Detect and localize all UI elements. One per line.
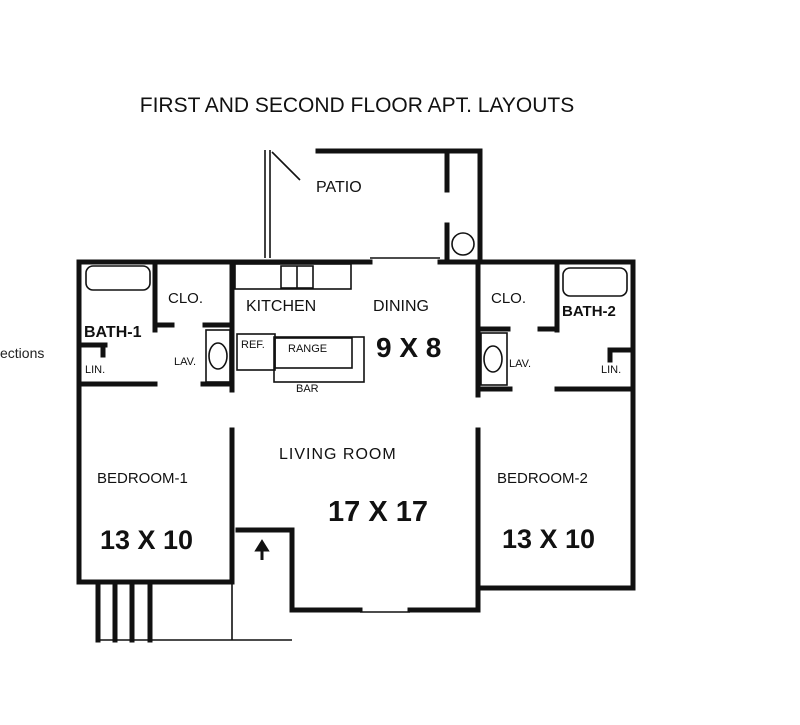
label-bedroom-1: BEDROOM-1 [97, 470, 188, 487]
label-kitchen: KITCHEN [246, 298, 316, 315]
label-bedroom-2: BEDROOM-2 [497, 470, 588, 487]
plan-title: FIRST AND SECOND FLOOR APT. LAYOUTS [140, 94, 574, 117]
side-caption: ections [0, 345, 45, 361]
label-range: RANGE [288, 343, 327, 355]
label-lav-2: LAV. [509, 358, 531, 370]
walls [76, 148, 636, 643]
room-labels: PATIO KITCHEN DINING 9 X 8 CLO. CLO. BAT… [84, 179, 621, 555]
label-closet-2: CLO. [491, 290, 526, 307]
label-bedroom-2-size: 13 X 10 [502, 524, 595, 554]
entry-arrow-icon [254, 539, 270, 560]
label-lav-1: LAV. [174, 356, 196, 368]
label-bath-1: BATH-1 [84, 324, 142, 341]
label-linen-2: LIN. [601, 364, 621, 376]
label-dining: DINING [373, 298, 429, 315]
label-ref: REF. [241, 339, 265, 351]
label-closet-1: CLO. [168, 290, 203, 307]
label-dining-size: 9 X 8 [376, 332, 441, 363]
label-living-room: LIVING ROOM [279, 446, 397, 463]
label-living-size: 17 X 17 [328, 496, 428, 528]
label-bedroom-1-size: 13 X 10 [100, 525, 193, 555]
label-bar: BAR [296, 383, 319, 395]
label-patio: PATIO [316, 179, 362, 196]
label-bath-2: BATH-2 [562, 303, 616, 320]
label-linen-1: LIN. [85, 364, 105, 376]
